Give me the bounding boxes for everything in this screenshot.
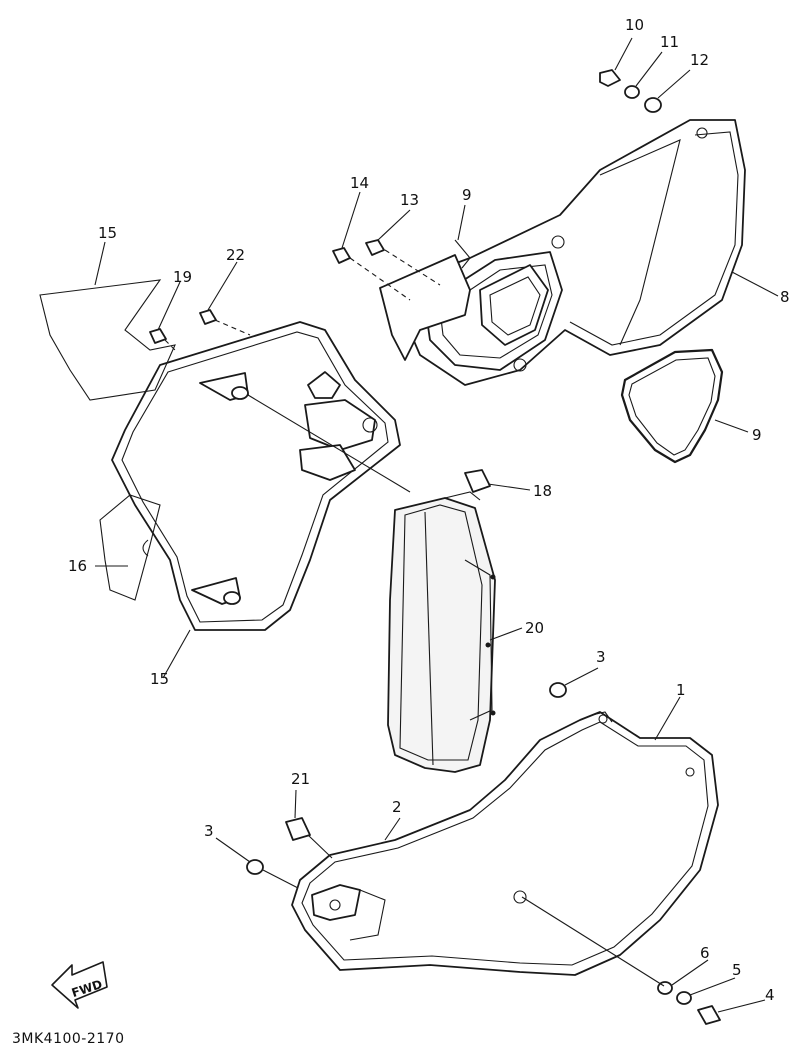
callout-7: 8 bbox=[780, 288, 790, 306]
callout-15: 15 bbox=[150, 670, 169, 688]
callout-12: 12 bbox=[690, 51, 709, 69]
air-filter-case bbox=[379, 119, 746, 386]
callout-labels: 10 11 12 14 13 9 15 22 19 8 9 18 16 20 3… bbox=[68, 16, 790, 1004]
callout-17: 16 bbox=[68, 557, 87, 575]
leader-lines bbox=[94, 37, 779, 1013]
callout-18: 18 bbox=[533, 482, 552, 500]
callout-10: 10 bbox=[625, 16, 644, 34]
fwd-label: FWD bbox=[70, 977, 104, 1000]
frame-reference-outline bbox=[39, 279, 176, 601]
callout-4: 4 bbox=[765, 986, 775, 1004]
callout-19: 19 bbox=[173, 268, 192, 286]
intake-duct bbox=[387, 491, 496, 773]
element-seal-ring bbox=[620, 348, 724, 464]
callout-22: 22 bbox=[226, 246, 245, 264]
side-cover-left bbox=[111, 321, 401, 631]
callout-11: 11 bbox=[660, 33, 679, 51]
callout-21: 21 bbox=[291, 770, 310, 788]
callout-14: 14 bbox=[350, 174, 369, 192]
callout-5: 5 bbox=[732, 961, 742, 979]
callout-3b: 3 bbox=[204, 822, 214, 840]
callout-8: 9 bbox=[752, 426, 762, 444]
side-cover-right bbox=[291, 711, 719, 976]
callout-2: 2 bbox=[392, 798, 402, 816]
callout-1: 1 bbox=[676, 681, 686, 699]
callout-20: 20 bbox=[525, 619, 544, 637]
callout-3a: 3 bbox=[596, 648, 606, 666]
fwd-arrow-icon: FWD bbox=[51, 961, 108, 1009]
callout-6: 6 bbox=[700, 944, 710, 962]
callout-9: 9 bbox=[462, 186, 472, 204]
callout-13: 13 bbox=[400, 191, 419, 209]
callout-16: 15 bbox=[98, 224, 117, 242]
diagram-code: 3MK4100-2170 bbox=[12, 1031, 124, 1047]
